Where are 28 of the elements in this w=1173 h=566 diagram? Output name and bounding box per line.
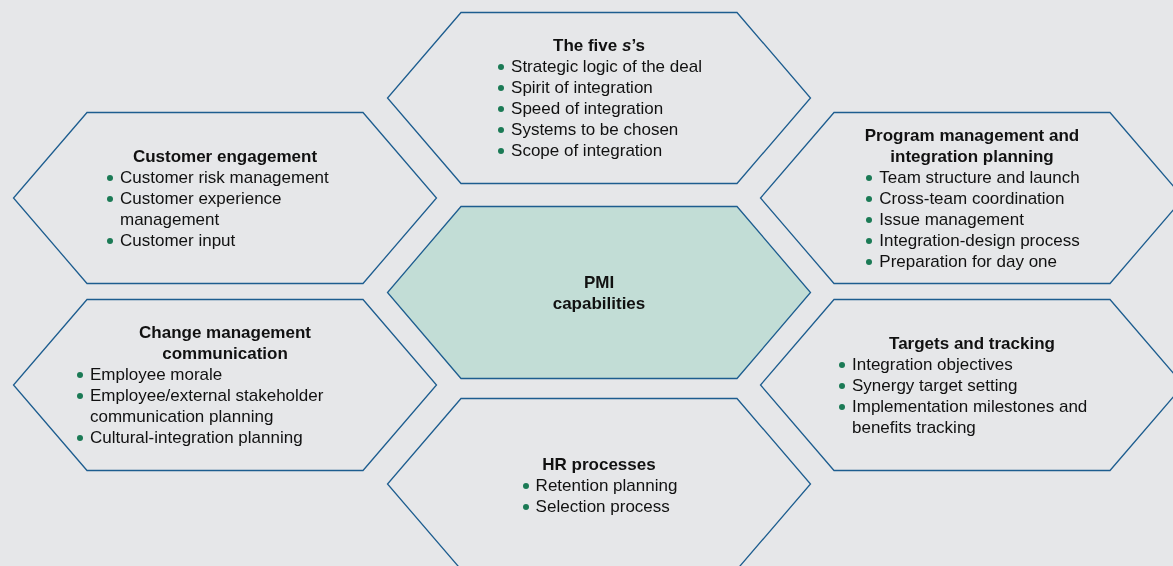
bullet-item: Customer input [105,229,236,251]
section-heading: HR processes [542,453,656,475]
bullet-item: Speed of integration [496,98,664,119]
section-heading: The five s’s [553,35,645,56]
bullet-item: Strategic logic of the deal [496,56,702,77]
center-title: PMI capabilities [551,271,647,314]
bullet-item: Preparation for day one [864,250,1057,272]
bullet-item: Issue management [864,208,1024,230]
section-heading: Targets and tracking [889,332,1055,354]
bullet-item: Spirit of integration [496,77,653,98]
section-heading: Customer engagement [132,145,318,167]
bullet-item: Scope of integration [496,140,663,161]
section-heading: Change management communication [138,322,312,364]
bullet-item: Integration objectives [837,353,1013,375]
bullet-item: Selection process [520,495,670,517]
bullet-item: Cultural-integration planning [75,427,303,448]
bullet-item: Systems to be chosen [496,119,679,140]
section-heading: Program management and integration planning [863,124,1081,167]
bullet-item: Integration-design process [864,229,1080,251]
bullet-item: Implementation milestones and benefits tracking [837,395,1107,438]
bullet-item: Customer experience management [105,187,345,230]
bullet-item: Customer risk management [105,166,329,188]
bullet-item: Retention planning [520,474,678,496]
bullet-item: Employee/external stakeholder communication planning [75,385,375,427]
bullet-item: Team structure and launch [864,166,1080,188]
bullet-item: Cross-team coordination [864,187,1065,209]
bullet-item: Synergy target setting [837,374,1018,396]
bullet-item: Employee morale [75,364,223,385]
